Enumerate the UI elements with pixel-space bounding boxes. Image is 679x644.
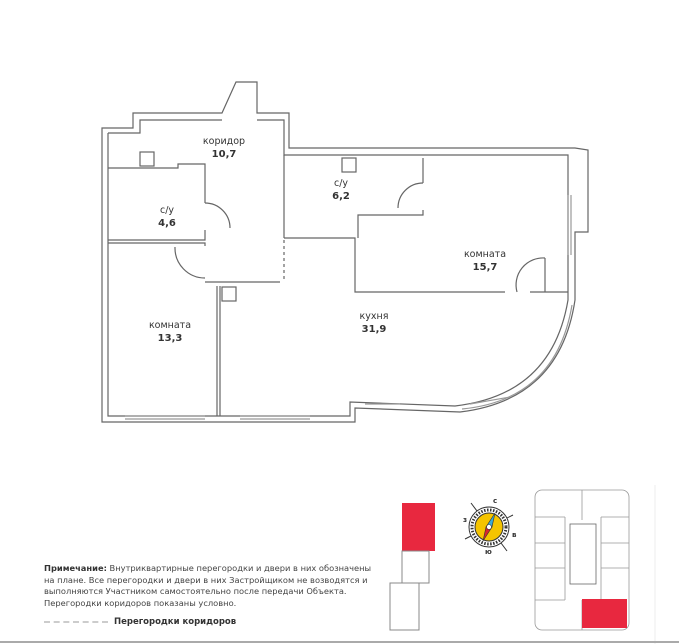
note-title: Примечание: <box>44 563 107 573</box>
highlighted-section <box>402 503 435 551</box>
room-name: коридор <box>202 136 246 147</box>
note: Примечание: Внутриквартирные перегородки… <box>44 563 384 609</box>
room-name: с/у <box>333 178 349 189</box>
compass-icon <box>464 502 514 552</box>
section-diagram <box>389 503 435 631</box>
compass-east: в <box>512 531 517 539</box>
highlighted-apartment <box>582 599 627 628</box>
room-area: 15,7 <box>472 262 498 273</box>
room-area: 10,7 <box>211 149 237 160</box>
room-bedroom-2: комната 15,7 <box>445 248 525 274</box>
building-key-plan <box>534 489 630 631</box>
room-name: с/у <box>159 205 175 216</box>
room-bedroom-1: комната 13,3 <box>130 319 210 345</box>
legend: Перегородки коридоров <box>44 617 236 627</box>
room-corridor: коридор 10,7 <box>184 135 264 161</box>
room-name: комната <box>148 320 192 331</box>
windows <box>125 195 572 420</box>
dashed-line-icon <box>44 621 108 623</box>
shaft <box>341 157 357 173</box>
room-bathroom-2: с/у 6,2 <box>301 177 381 203</box>
room-name: комната <box>463 249 507 260</box>
compass-north: с <box>493 497 498 505</box>
note-text: Внутриквартирные перегородки и двери в н… <box>44 563 372 608</box>
room-area: 31,9 <box>361 324 387 335</box>
walls <box>101 81 589 423</box>
room-kitchen: кухня 31,9 <box>334 310 414 336</box>
room-name: кухня <box>359 311 389 322</box>
compass-south: ю <box>485 548 492 556</box>
shaft <box>221 286 237 302</box>
compass-west: з <box>463 516 468 524</box>
room-bathroom-1: с/у 4,6 <box>127 204 207 230</box>
room-area: 13,3 <box>157 333 183 344</box>
shaft <box>139 151 155 167</box>
room-area: 4,6 <box>158 218 176 229</box>
legend-label: Перегородки коридоров <box>114 617 237 627</box>
room-area: 6,2 <box>332 191 350 202</box>
